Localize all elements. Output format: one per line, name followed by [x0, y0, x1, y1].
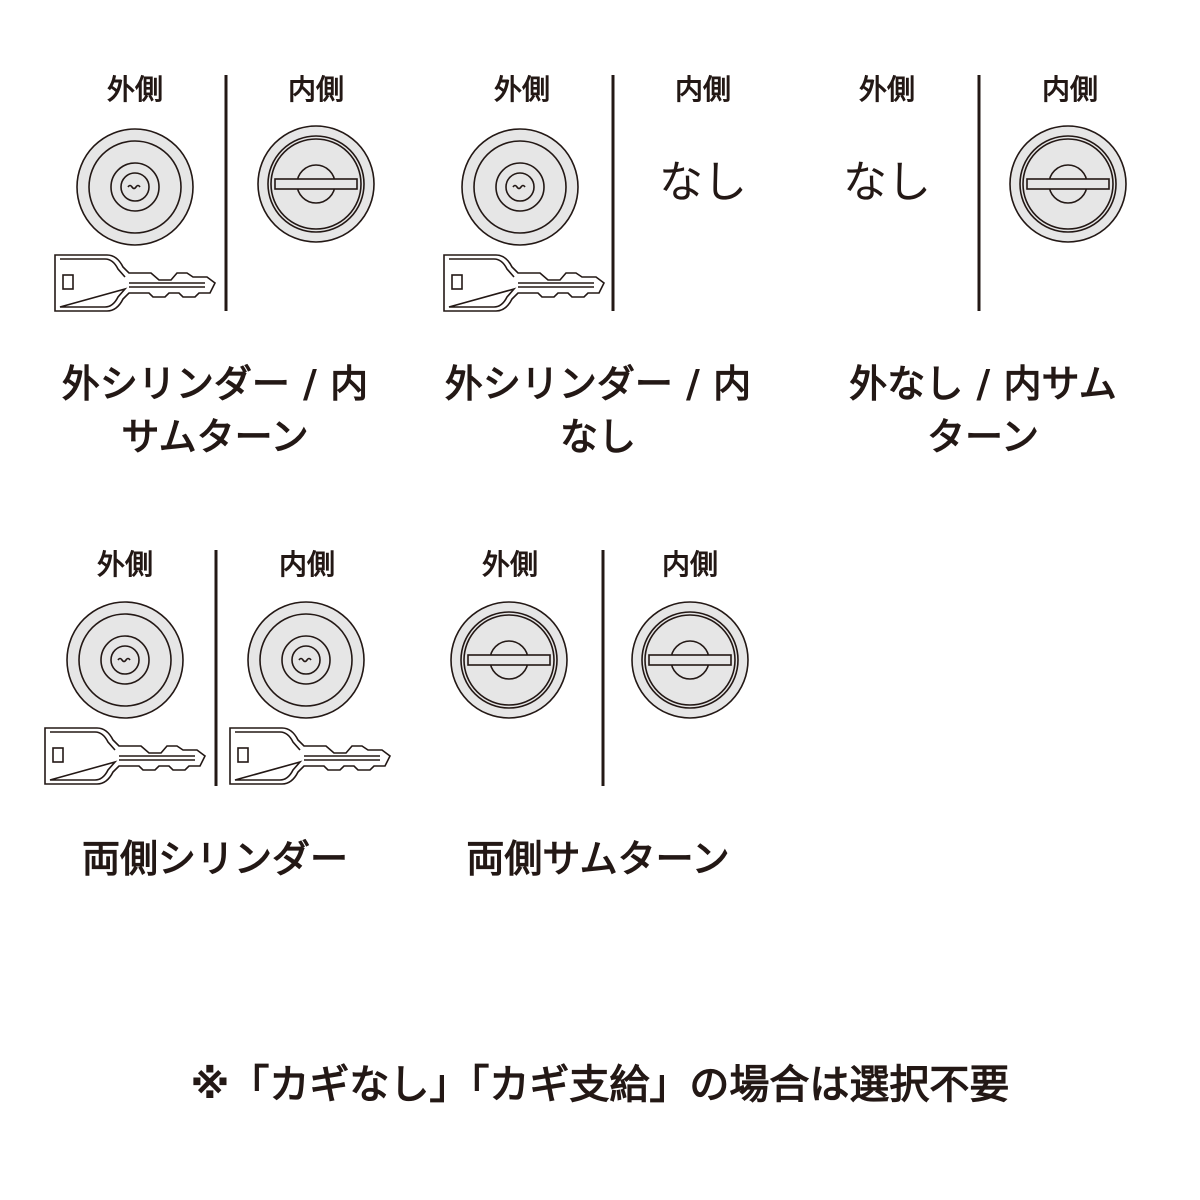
caption-line2: なし	[560, 415, 636, 459]
caption-outer-cylinder-inner-thumbturn: 外シリンダー / 内	[62, 362, 368, 406]
outside-label: 外側	[494, 73, 550, 106]
inside-label: 内側	[288, 73, 344, 106]
thumbturn-icon	[257, 125, 375, 243]
inside-label: 内側	[662, 548, 718, 581]
caption-double-cylinder: 両側シリンダー	[82, 837, 348, 881]
thumbturn-icon	[631, 601, 749, 719]
key-cylinder-icon	[247, 601, 365, 719]
key-icon	[54, 254, 217, 312]
key-cylinder-icon	[66, 601, 184, 719]
outside-label: 外側	[482, 548, 538, 581]
key-icon	[443, 254, 606, 312]
caption-outer-none-inner-thumbturn: 外なし / 内サム	[849, 362, 1117, 406]
caption-outer-cylinder-inner-none: 外シリンダー / 内	[445, 362, 751, 406]
none-label: なし	[659, 157, 747, 208]
none-label: なし	[843, 157, 931, 208]
inside-label: 内側	[675, 73, 731, 106]
outside-label: 外側	[107, 73, 163, 106]
key-icon	[229, 727, 392, 785]
key-cylinder-icon	[461, 128, 579, 246]
footer-note: ※「カギなし」「カギ支給」の場合は選択不要	[191, 1062, 1010, 1108]
inside-label: 内側	[1042, 73, 1098, 106]
key-cylinder-icon	[76, 128, 194, 246]
caption-line2: ターン	[927, 415, 1039, 459]
outside-label: 外側	[859, 73, 915, 106]
thumbturn-icon	[1009, 125, 1127, 243]
key-icon	[44, 727, 207, 785]
outside-label: 外側	[97, 548, 153, 581]
inside-label: 内側	[279, 548, 335, 581]
thumbturn-icon	[450, 601, 568, 719]
caption-line2: サムターン	[121, 415, 308, 459]
caption-double-thumbturn: 両側サムターン	[466, 837, 729, 881]
